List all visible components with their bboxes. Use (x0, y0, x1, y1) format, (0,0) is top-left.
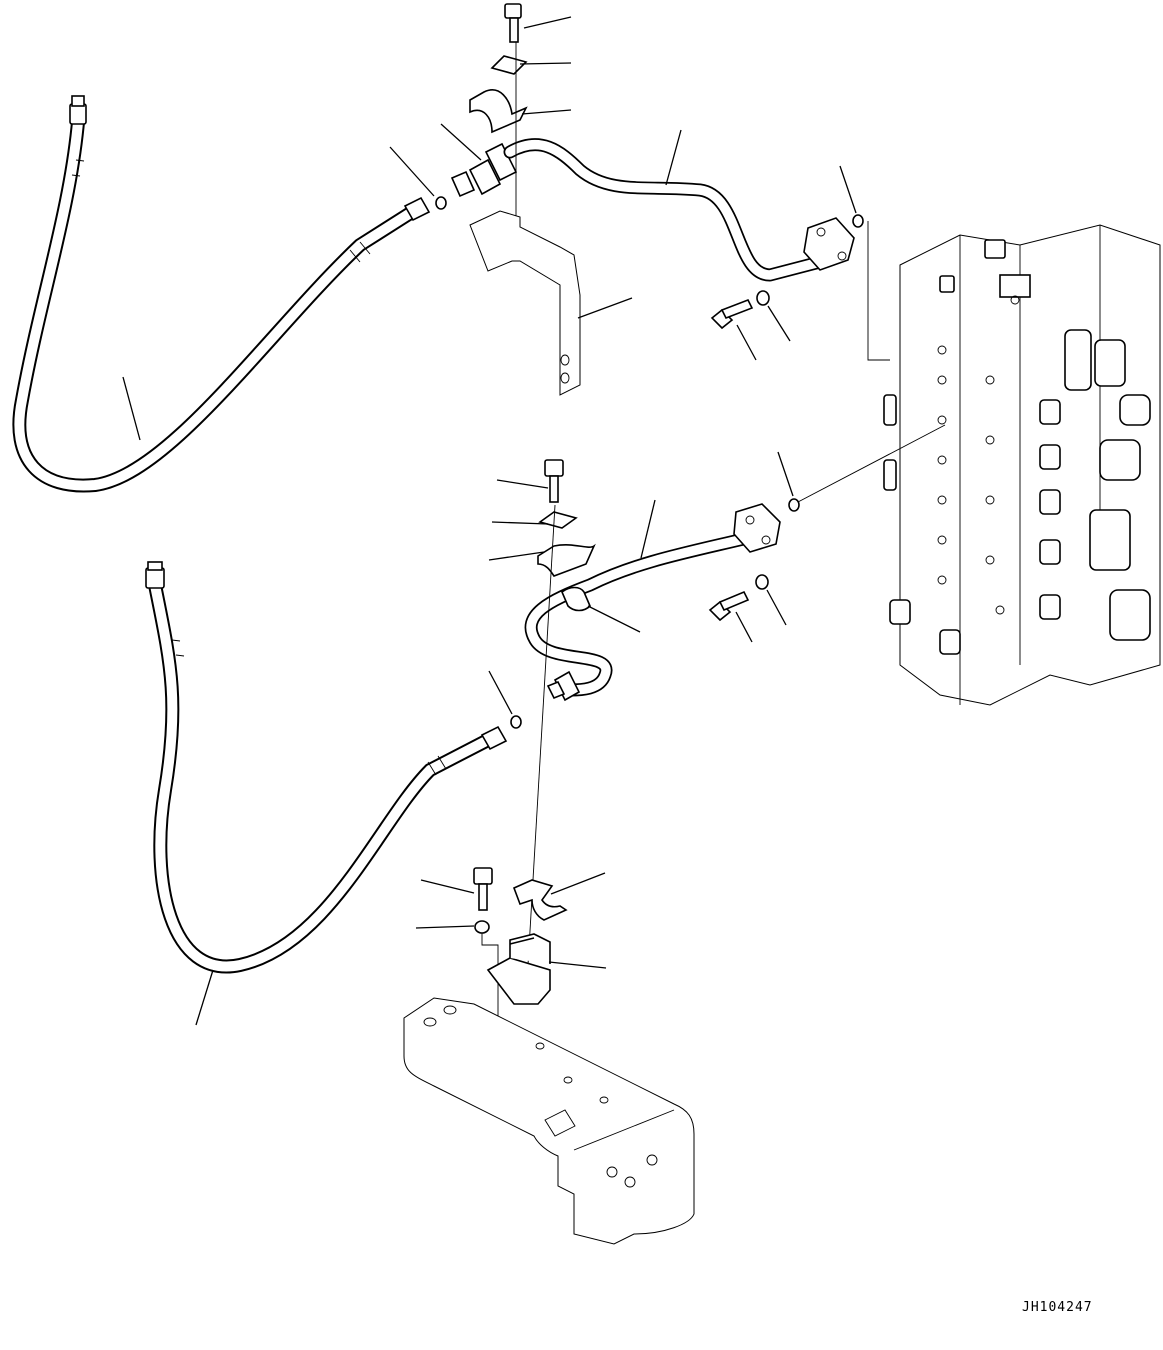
lower-tube (524, 528, 767, 702)
leader-upper-clamp (521, 109, 572, 115)
leader-lower-flange-washer (766, 589, 787, 626)
drawing-code: JH104247 (1022, 1300, 1093, 1315)
leader-bottom-mount-block (548, 961, 607, 969)
upper-flange-bolt (710, 298, 754, 330)
o-ring-middle-right (788, 498, 800, 512)
control-valve (883, 224, 1161, 706)
leader-upper-bracket (577, 297, 633, 319)
leader-upper-connector (440, 123, 482, 161)
leader-lower-clamp (488, 551, 545, 561)
leader-o-ring-upper-left (389, 146, 435, 197)
upper-hose (12, 95, 431, 493)
leader-upper-flange-bolt (736, 324, 757, 361)
leader-bottom-bolt (420, 879, 475, 894)
bottom-bolt-axis (481, 933, 499, 1025)
upper-port-link (867, 221, 890, 361)
bottom-bolt (473, 867, 493, 911)
upper-clamp-bolt (504, 3, 522, 43)
upper-bracket (469, 210, 581, 396)
o-ring-upper-left (435, 196, 447, 210)
leader-upper-hose (122, 376, 141, 441)
lower-flange-washer (755, 574, 769, 590)
upper-tube (503, 138, 827, 282)
lower-clamp-bolt (544, 459, 564, 503)
leader-o-ring-lower (488, 670, 513, 715)
lower-clamp (537, 543, 596, 577)
lower-hose (145, 561, 508, 974)
lower-port-link (797, 424, 946, 503)
lower-flange-bolt (708, 590, 750, 622)
leader-upper-clamp-plate (519, 62, 572, 65)
bottom-mount-block (486, 933, 551, 1005)
leader-lower-tube (640, 499, 656, 559)
upper-flange-washer (756, 290, 770, 306)
bottom-washer (474, 920, 490, 934)
leader-bottom-washer (415, 925, 475, 929)
upper-flange (803, 217, 855, 271)
bottom-frame-bracket (403, 997, 695, 1245)
upper-clamp-plate (490, 55, 528, 75)
leader-lower-clamp-bolt (496, 479, 549, 489)
lower-flange (733, 503, 781, 553)
leader-lower-sleeve (587, 605, 641, 633)
leader-o-ring-upper-right (839, 165, 857, 214)
leader-lower-hose (195, 969, 214, 1026)
leader-upper-clamp-bolt (523, 16, 572, 29)
upper-clamp (469, 89, 528, 134)
o-ring-lower (510, 715, 522, 729)
lower-clamp-plate (538, 511, 578, 529)
leader-bottom-clamp (550, 872, 606, 895)
bottom-clamp (512, 879, 568, 921)
leader-upper-flange-washer (767, 305, 791, 342)
o-ring-upper-right (852, 214, 864, 228)
leader-lower-flange-bolt (735, 611, 753, 643)
leader-lower-clamp-plate (491, 521, 549, 525)
leader-o-ring-middle-right (777, 451, 794, 497)
leader-upper-tube (665, 129, 682, 186)
